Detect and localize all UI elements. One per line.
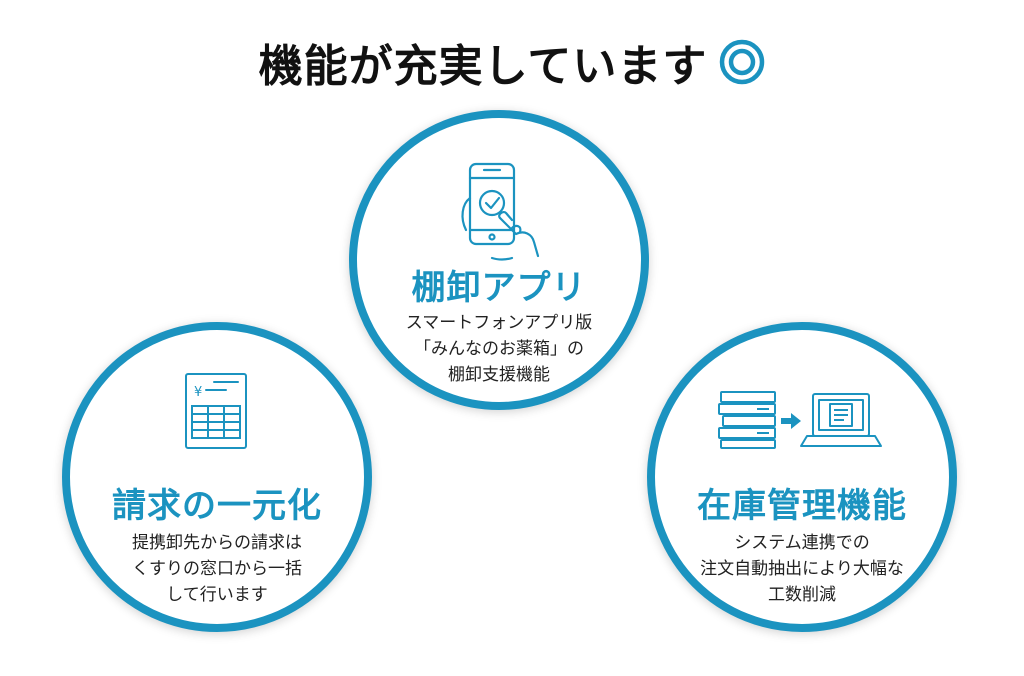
invoice-yen-icon: ¥ bbox=[185, 373, 247, 449]
description-line: 「みんなのお薬箱」の bbox=[414, 339, 584, 359]
feature-card-stock-management: 在庫管理機能 システム連携での 注文自動抽出により大幅な 工数削減 bbox=[647, 322, 957, 632]
feature-card-billing: ¥ 請求の一元化 提携卸先からの請求は くすりの窓口から一括 して行います bbox=[62, 322, 372, 632]
feature-description: システム連携での 注文自動抽出により大幅な 工数削減 bbox=[655, 530, 949, 608]
description-line: スマートフォンアプリ版 bbox=[405, 313, 593, 333]
description-line: 注文自動抽出により大幅な bbox=[700, 559, 904, 579]
documents-to-laptop-icon bbox=[718, 391, 882, 449]
feature-description: 提携卸先からの請求は くすりの窓口から一括 して行います bbox=[70, 530, 364, 608]
svg-text:¥: ¥ bbox=[194, 385, 202, 400]
description-line: くすりの窓口から一括 bbox=[132, 559, 302, 579]
feature-title: 在庫管理機能 bbox=[697, 486, 907, 526]
description-line: 棚卸支援機能 bbox=[448, 365, 550, 385]
description-line: 提携卸先からの請求は bbox=[132, 533, 302, 553]
smartphone-tap-icon bbox=[461, 162, 540, 261]
double-circle-icon bbox=[720, 39, 765, 85]
feature-title: 請求の一元化 bbox=[112, 486, 322, 526]
page-title: 機能が充実しています bbox=[258, 41, 708, 92]
feature-card-inventory-app: 棚卸アプリ スマートフォンアプリ版 「みんなのお薬箱」の 棚卸支援機能 bbox=[349, 110, 649, 410]
description-line: システム連携での bbox=[734, 533, 870, 553]
description-line: 工数削減 bbox=[768, 585, 836, 605]
description-line: して行います bbox=[166, 585, 268, 605]
headline: 機能が充実しています bbox=[0, 30, 1024, 94]
feature-description: スマートフォンアプリ版 「みんなのお薬箱」の 棚卸支援機能 bbox=[357, 310, 641, 388]
feature-title: 棚卸アプリ bbox=[411, 268, 587, 308]
